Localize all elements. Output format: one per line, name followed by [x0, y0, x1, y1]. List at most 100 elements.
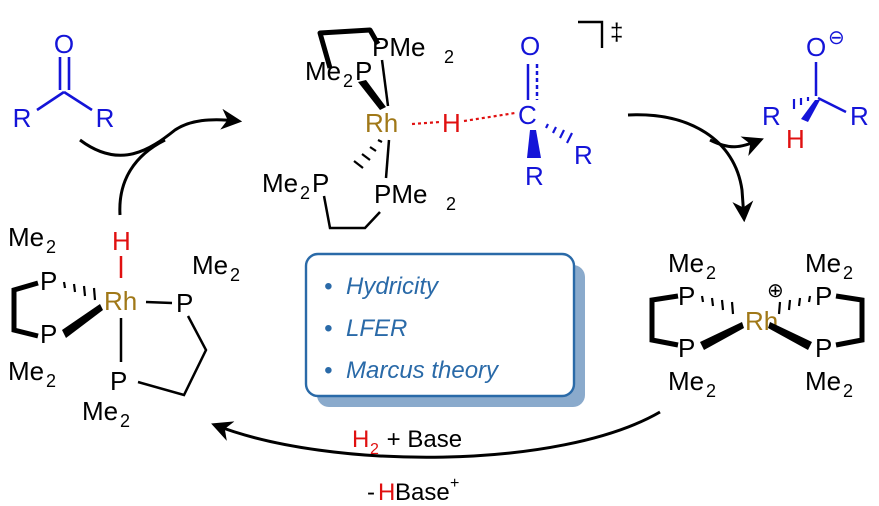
- hydride-right-backbone: [137, 315, 208, 397]
- product-hash-r-left: [792, 97, 810, 109]
- product-c-r-right: [817, 96, 847, 114]
- cation-wedge-left: [700, 322, 744, 350]
- product-negative-charge: ⊖: [828, 27, 845, 49]
- info-item-lfer: LFER: [346, 315, 407, 342]
- info-item-marcus-theory: Marcus theory: [346, 357, 500, 384]
- hydride-me-top-right: Me: [192, 250, 228, 280]
- hydride-left-backbone: [11, 280, 39, 339]
- rh-cation-complex: Me 2 Me 2 P P P P Rh ⊕ Me 2 Me 2: [649, 248, 865, 401]
- ts-p-bottom-left: P: [312, 168, 329, 198]
- arrow-product-release: [709, 136, 764, 156]
- cation-wedge-right: [768, 322, 812, 350]
- hydride-me-top-right-sub: 2: [230, 265, 240, 285]
- hydride-p-right: P: [176, 288, 193, 318]
- hydride-p-bottom: P: [110, 366, 127, 396]
- arrow-substrate-entry: [79, 108, 243, 157]
- ts-r-right: R: [574, 140, 593, 170]
- ketone-bonds: [36, 57, 93, 112]
- ts-me-top-left: Me: [305, 56, 341, 86]
- cation-positive-charge: ⊕: [767, 280, 784, 302]
- hydride-me-bottom: Me: [82, 396, 118, 426]
- ketone-r-left: R: [13, 103, 32, 133]
- byproduct-minus: -: [367, 479, 375, 506]
- reagent-hydrogen: H: [352, 426, 369, 453]
- transition-state: Me 2 P PMe 2 Rh H Me 2 P PMe 2 O: [262, 19, 623, 230]
- hydride-hydrogen: H: [112, 226, 131, 256]
- hydride-me-bottom-sub: 2: [120, 411, 130, 431]
- hydride-bond-right-p: [145, 300, 173, 305]
- hydride-p-bottom-left: P: [40, 319, 57, 349]
- info-item-hydricity: Hydricity: [346, 273, 440, 300]
- reagent-base: + Base: [380, 426, 462, 453]
- alkoxide-product: O ⊖ R R H: [762, 27, 869, 154]
- cation-p-bottom-left: P: [678, 333, 695, 363]
- cation-left-backbone: [649, 293, 679, 348]
- hydride-bond-me-right: [195, 280, 205, 290]
- ts-carbonyl-oxygen: O: [520, 31, 540, 61]
- ts-carbon: C: [518, 100, 537, 130]
- ts-hash-c-r: [545, 123, 573, 144]
- ts-rhodium: Rh: [365, 108, 398, 138]
- info-bullet-3: •: [324, 357, 332, 384]
- cation-p-top-right: P: [815, 281, 832, 311]
- ts-bottom-backbone: [322, 195, 381, 230]
- byproduct-base: Base: [395, 479, 450, 506]
- rh-hydride-complex: H Rh Me 2 P P Me 2 P Me 2 P Me 2: [8, 222, 240, 431]
- reagent-hydrogen-sub: 2: [370, 441, 379, 458]
- arrow-catalyst-entry: [118, 138, 166, 216]
- cation-me-top-right: Me: [805, 248, 841, 278]
- product-r-left: R: [762, 101, 781, 131]
- cation-me-top-left: Me: [668, 248, 704, 278]
- cation-hash-left: [700, 295, 735, 315]
- cation-me-bottom-right: Me: [805, 366, 841, 396]
- product-r-right: R: [850, 101, 869, 131]
- ts-p-top-left: P: [355, 56, 372, 86]
- ketone-oxygen: O: [54, 29, 74, 59]
- arrow-hydride-transfer: [627, 113, 754, 223]
- hydride-rhodium: Rh: [104, 286, 137, 316]
- hydride-me-bottom-left: Me: [8, 356, 44, 386]
- info-bullet-1: •: [324, 273, 332, 300]
- hydride-me-top-left: Me: [8, 222, 44, 252]
- reagents-label: H 2 + Base: [352, 426, 462, 458]
- cation-rhodium: Rh: [745, 306, 778, 336]
- ts-bracket: [578, 20, 604, 48]
- ts-p-top-right-sub: 2: [444, 47, 454, 67]
- cation-hash-right: [777, 295, 812, 315]
- ts-hash-bottom: [353, 139, 383, 169]
- cation-me-top-right-sub: 2: [843, 263, 853, 283]
- ts-wedge-top: [358, 80, 386, 110]
- hydride-me-top-left-sub: 2: [46, 237, 56, 257]
- ts-me-bottom-left-sub: 2: [300, 183, 310, 203]
- cation-p-top-left: P: [678, 281, 695, 311]
- cation-me-bottom-left-sub: 2: [706, 381, 716, 401]
- hydride-me-bottom-left-sub: 2: [46, 371, 56, 391]
- product-hydrogen: H: [786, 124, 805, 154]
- ts-h-c-partial-bond: [463, 111, 516, 123]
- ts-hydride: H: [442, 108, 461, 138]
- info-bullet-2: •: [324, 315, 332, 342]
- product-oxygen: O: [806, 32, 826, 62]
- product-wedge-h: [801, 100, 820, 122]
- hydride-wedge-bottom: [62, 304, 103, 338]
- cation-me-bottom-left: Me: [668, 366, 704, 396]
- ketone-r-right: R: [96, 103, 115, 133]
- cation-me-top-left-sub: 2: [706, 263, 716, 283]
- ts-me-bottom-left: Me: [262, 168, 298, 198]
- ketone-substrate: O R R: [13, 29, 115, 133]
- ts-me-top-left-sub: 2: [343, 71, 353, 91]
- ts-top-backbone: [317, 27, 381, 69]
- hydride-p-top-left: P: [40, 266, 57, 296]
- ts-p-bottom-right-sub: 2: [446, 194, 456, 214]
- ts-p-bottom-right: PMe: [374, 179, 427, 209]
- ts-double-dagger: ‡: [610, 19, 623, 46]
- info-box-panel: [304, 252, 576, 398]
- hydride-hash-top: [62, 281, 97, 301]
- ts-wedge-c-r: [527, 130, 541, 158]
- cation-me-bottom-right-sub: 2: [843, 381, 853, 401]
- ts-rh-h-partial-bond: [411, 120, 441, 126]
- byproduct-label: - H Base +: [367, 475, 459, 506]
- ts-bond-bottom-right: [384, 139, 391, 179]
- byproduct-hydrogen: H: [378, 479, 395, 506]
